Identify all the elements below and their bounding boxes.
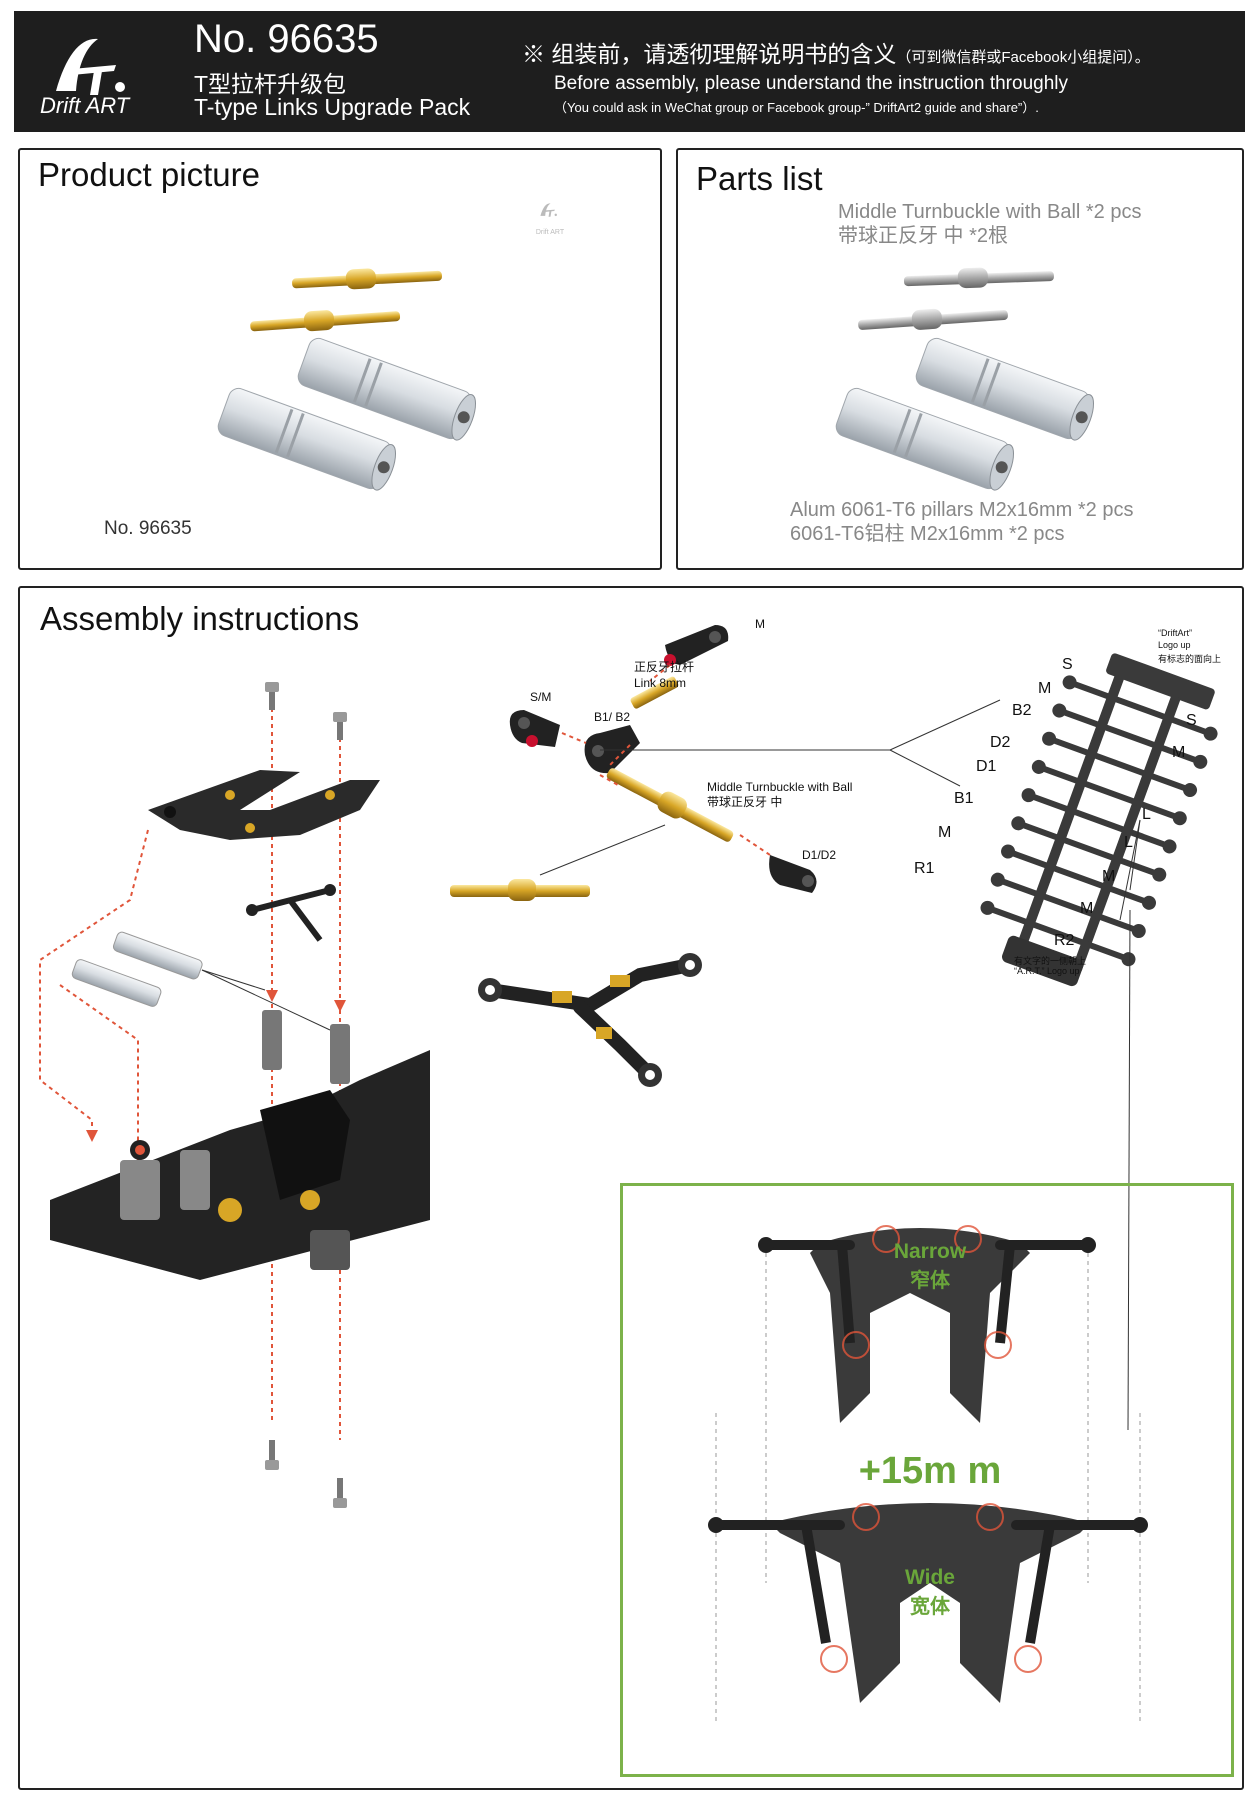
assembly-note-cn: ※ 组装前，请透彻理解说明书的含义（可到微信群或Facebook小组提问）。 — [522, 35, 1150, 69]
leader-lines — [600, 699, 1141, 1431]
drift-art-logo — [56, 38, 125, 95]
sprue-label-5: B1 — [954, 790, 974, 807]
turnbuckle-caption-en: Middle Turnbuckle with Ball *2 pcs — [838, 201, 1142, 223]
label-link-en: Link 8mm — [634, 676, 687, 690]
narrow-wide-drawing — [708, 1225, 1148, 1723]
sprue-label-13: M — [1080, 900, 1094, 917]
sprue-label-12: M — [1102, 868, 1116, 885]
note-cn-main: ※ 组装前，请透彻理解说明书的含义 — [522, 41, 897, 67]
exploded-chassis-drawing — [39, 682, 430, 1508]
product-picture-title: Product picture — [38, 156, 260, 193]
header-bar: Drift ART No. 96635 T型拉杆升级包 T-type Links… — [14, 11, 1245, 132]
art-logo-up-note: “A.R.T.” Logo up — [1014, 966, 1080, 976]
narrow-wide-comparison-box — [620, 1183, 1234, 1777]
narrow-label-en: Narrow — [893, 1240, 967, 1263]
product-picture-panel: Product picture Drift ART — [18, 148, 662, 570]
wide-label-en: Wide — [905, 1566, 955, 1589]
label-link-cn: 正反牙拉杆 — [634, 660, 695, 674]
sprue-label-14: R2 — [1054, 932, 1075, 949]
sprue-label-8: S — [1186, 712, 1197, 729]
sprue-tree-diagram — [980, 653, 1218, 987]
assembly-title: Assembly instructions — [40, 600, 360, 637]
sprue-label-6: M — [938, 824, 952, 841]
narrow-label-cn: 窄体 — [910, 1270, 950, 1292]
product-title-en: T-type Links Upgrade Pack — [194, 94, 471, 120]
sprue-label-10: L — [1142, 806, 1151, 823]
product-photo — [217, 268, 477, 491]
brand-name: Drift ART — [40, 93, 130, 118]
parts-list-title: Parts list — [696, 160, 823, 197]
logo-up-note-cn: 有标志的面向上 — [1158, 654, 1222, 664]
turnbuckle-caption-cn: 带球正反牙 中 *2根 — [838, 225, 1009, 247]
link-assembly-detail — [450, 625, 817, 1087]
sprue-label-3: D2 — [990, 734, 1011, 751]
label-m-top: M — [755, 617, 765, 631]
sprue-label-11: L — [1124, 834, 1133, 851]
sprue-label-4: D1 — [976, 758, 997, 775]
note-cn-small: （可到微信群或Facebook小组提问）。 — [896, 49, 1150, 66]
pillar-caption-cn: 6061-T6铝柱 M2x16mm *2 pcs — [790, 523, 1065, 545]
product-number-caption: No. 96635 — [104, 518, 192, 539]
pillar-caption-en: Alum 6061-T6 pillars M2x16mm *2 pcs — [790, 499, 1134, 521]
sprue-label-1: M — [1038, 680, 1052, 697]
assembly-note-en: Before assembly, please understand the i… — [554, 73, 1069, 94]
logo-up-note: Logo up — [1158, 640, 1191, 650]
label-mid-turnbuckle-cn: 带球正反牙 中 — [707, 795, 783, 809]
product-number: No. 96635 — [194, 17, 379, 61]
sprue-label-9: M — [1172, 744, 1186, 761]
label-d1d2: D1/D2 — [802, 848, 837, 862]
sprue-label-2: B2 — [1012, 702, 1032, 719]
watermark-text: Drift ART — [535, 229, 565, 236]
label-mid-turnbuckle-en: Middle Turnbuckle with Ball — [707, 780, 853, 794]
text-side-note-cn: 有文字的一侧朝上 — [1014, 956, 1087, 966]
watermark-icon — [540, 203, 557, 217]
sprue-label-0: S — [1062, 656, 1073, 673]
product-title-cn: T型拉杆升级包 — [194, 71, 347, 97]
wide-label-cn: 宽体 — [910, 1596, 950, 1618]
sprue-label-7: R1 — [914, 860, 935, 877]
label-sm: S/M — [530, 690, 552, 704]
assembly-note-en-small: （You could ask in WeChat group or Facebo… — [554, 100, 1039, 115]
offset-label: +15m m — [858, 1450, 1002, 1492]
driftart-note: “DriftArt” — [1158, 628, 1192, 638]
parts-photo — [835, 267, 1095, 491]
parts-list-panel: Parts list Middle Turnbuckle with Ball *… — [676, 148, 1244, 570]
label-b1b2: B1/ B2 — [594, 710, 631, 724]
watermark-logo: Drift ART — [530, 200, 570, 236]
